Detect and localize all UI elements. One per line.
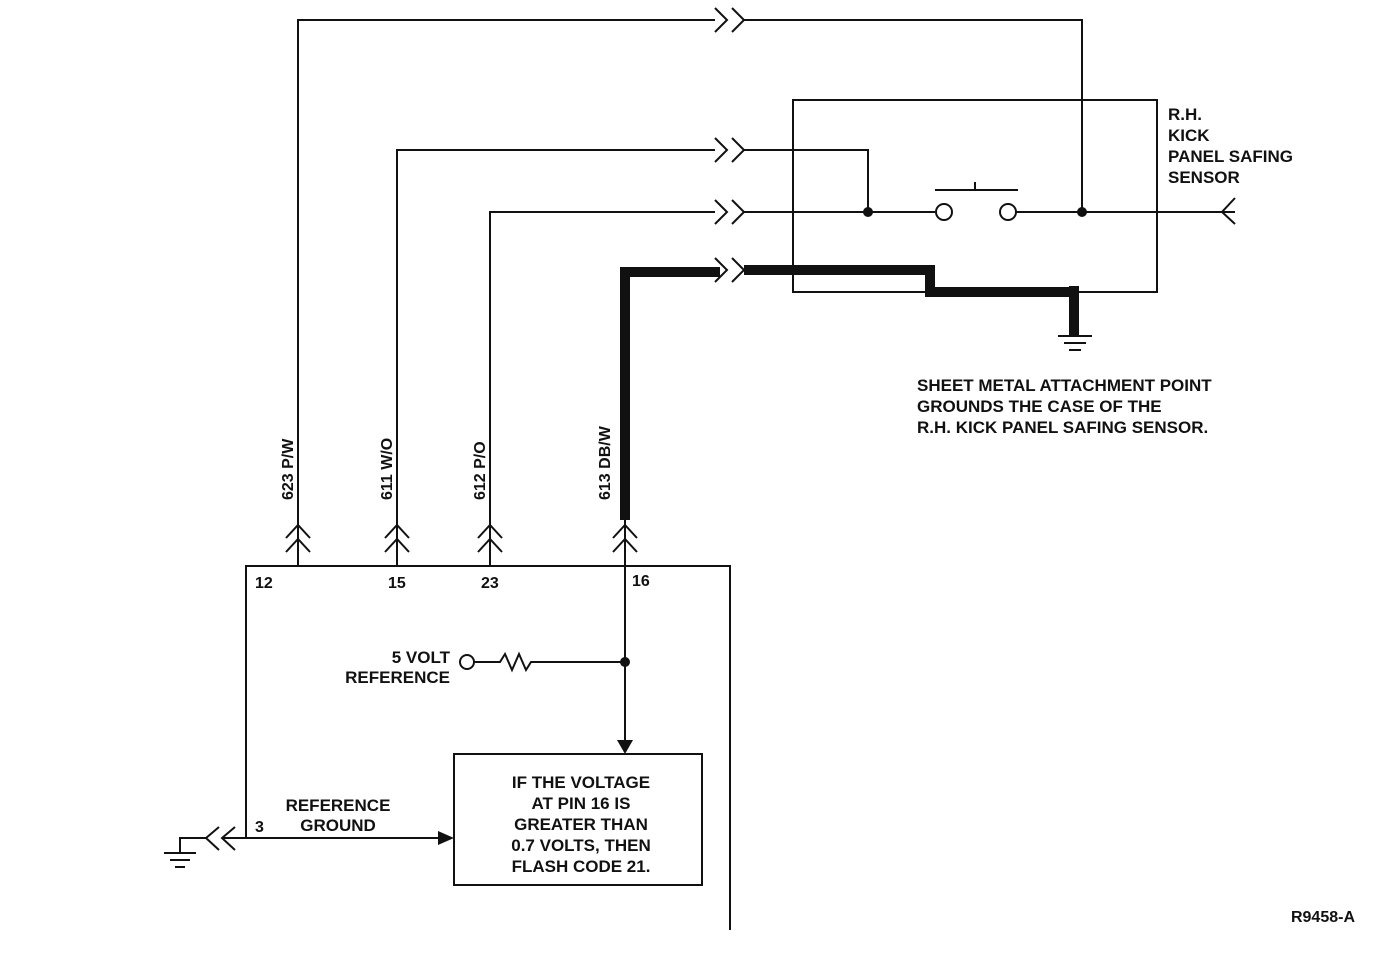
wire-label-613: 613 DB/W <box>597 425 614 500</box>
svg-text:GROUND: GROUND <box>300 816 376 835</box>
svg-text:KICK: KICK <box>1168 126 1210 145</box>
wire-612 <box>489 199 868 555</box>
svg-text:PANEL SAFING: PANEL SAFING <box>1168 147 1293 166</box>
svg-text:0.7 VOLTS, THEN: 0.7 VOLTS, THEN <box>511 836 651 855</box>
svg-text:REFERENCE: REFERENCE <box>286 796 391 815</box>
wire-label-611: 611 W/O <box>379 438 396 500</box>
module-connectors <box>285 523 638 553</box>
svg-text:GREATER THAN: GREATER THAN <box>514 815 648 834</box>
logic-box <box>453 753 703 886</box>
svg-text:AT PIN 16 IS: AT PIN 16 IS <box>532 794 631 813</box>
ground-note: SHEET METAL ATTACHMENT POINT GROUNDS THE… <box>917 376 1212 437</box>
wire-611 <box>396 137 869 555</box>
svg-text:IF THE VOLTAGE: IF THE VOLTAGE <box>512 773 650 792</box>
case-ground-symbol <box>1058 286 1092 351</box>
reference-5v-label: 5 VOLT REFERENCE <box>345 648 450 687</box>
svg-text:SENSOR: SENSOR <box>1168 168 1240 187</box>
svg-text:GROUNDS THE CASE OF THE: GROUNDS THE CASE OF THE <box>917 397 1162 416</box>
svg-text:SHEET METAL ATTACHMENT POINT: SHEET METAL ATTACHMENT POINT <box>917 376 1212 395</box>
pin-12: 12 <box>255 575 273 592</box>
svg-text:FLASH CODE 21.: FLASH CODE 21. <box>512 857 651 876</box>
figure-id: R9458-A <box>1291 909 1355 926</box>
svg-text:R.H.: R.H. <box>1168 105 1202 124</box>
logic-box-text: IF THE VOLTAGE AT PIN 16 IS GREATER THAN… <box>511 773 651 876</box>
safing-sensor <box>792 99 1236 293</box>
wire-623 <box>297 7 1083 555</box>
svg-text:5 VOLT: 5 VOLT <box>392 648 451 667</box>
pin-23: 23 <box>481 575 499 592</box>
svg-text:REFERENCE: REFERENCE <box>345 668 450 687</box>
pin-15: 15 <box>388 575 406 592</box>
module-outline <box>245 520 731 930</box>
reference-ground-circuit <box>164 826 454 868</box>
pin-3: 3 <box>255 819 264 836</box>
sensor-label: R.H. KICK PANEL SAFING SENSOR <box>1168 105 1293 187</box>
svg-text:R.H. KICK PANEL SAFING SENSOR.: R.H. KICK PANEL SAFING SENSOR. <box>917 418 1208 437</box>
pin-16: 16 <box>632 573 650 590</box>
wire-label-623: 623 P/W <box>280 438 297 500</box>
wire-label-612: 612 P/O <box>472 441 489 500</box>
reference-ground-label: REFERENCE GROUND <box>286 796 391 835</box>
reference-5v-circuit <box>459 651 625 673</box>
